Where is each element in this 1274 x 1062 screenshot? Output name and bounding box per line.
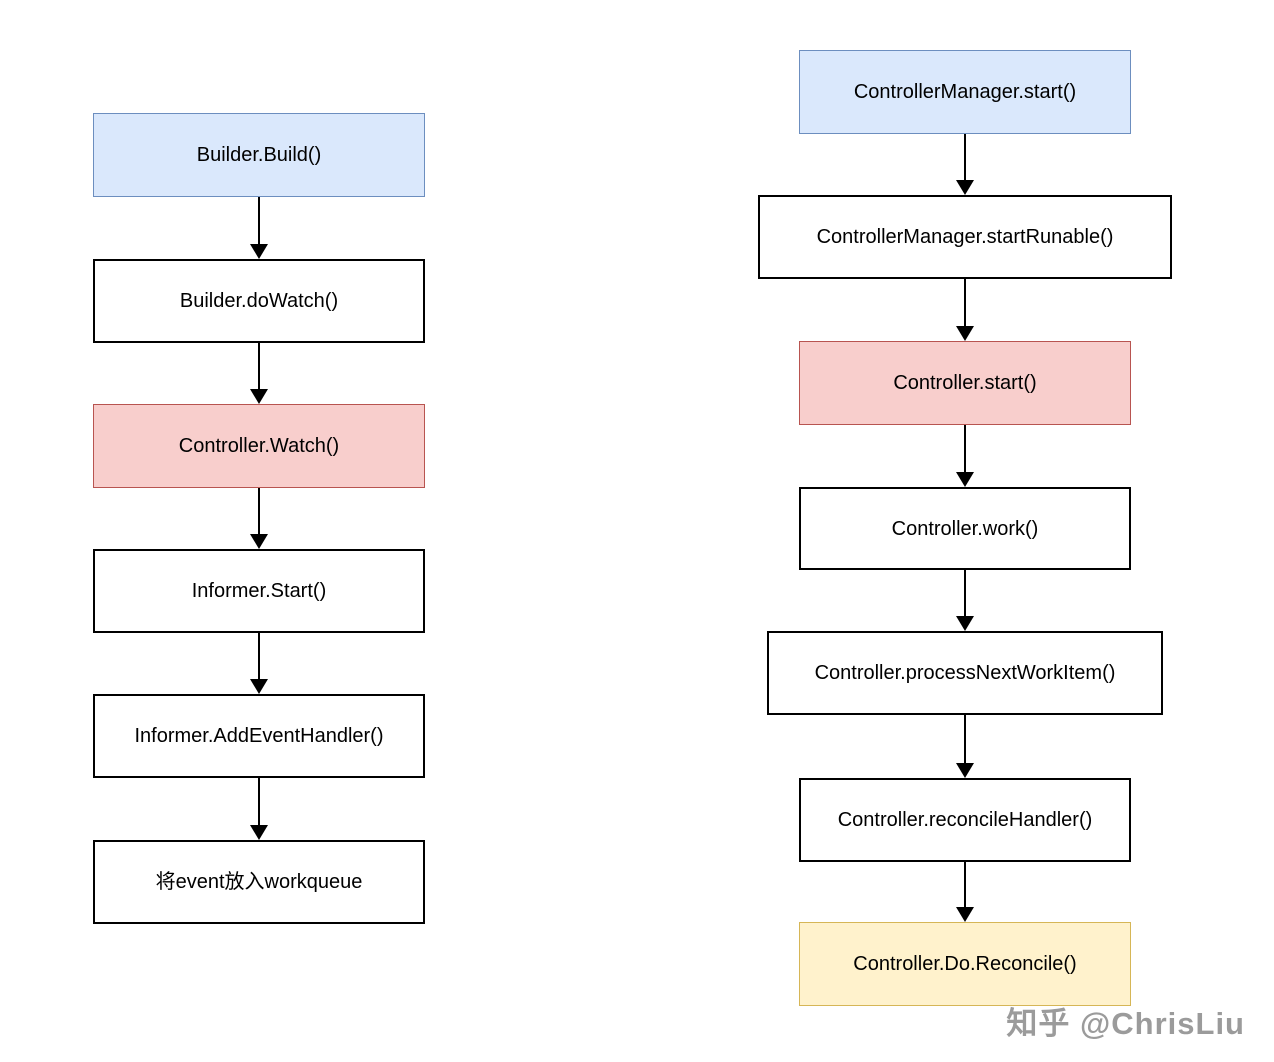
node-informer-start-label: Informer.Start() — [191, 580, 327, 602]
arrow-down-icon — [956, 279, 974, 341]
node-controllermanager-start: ControllerManager.start() — [799, 50, 1131, 134]
node-event-workqueue-label: 将event放入workqueue — [155, 871, 363, 893]
node-controller-start-label: Controller.start() — [893, 372, 1037, 394]
node-controller-do-reconcile-label: Controller.Do.Reconcile() — [853, 953, 1077, 975]
node-event-workqueue: 将event放入workqueue — [93, 840, 425, 924]
node-controllermanager-start-label: ControllerManager.start() — [853, 81, 1077, 103]
arrow-down-icon — [250, 488, 268, 549]
arrow-down-icon — [956, 862, 974, 922]
node-builder-build-label: Builder.Build() — [196, 144, 322, 166]
node-controller-processnextworkitem-label: Controller.processNextWorkItem() — [814, 662, 1116, 684]
node-controllermanager-startrunable: ControllerManager.startRunable() — [758, 195, 1172, 279]
node-controller-watch-label: Controller.Watch() — [178, 435, 340, 457]
node-controller-work-label: Controller.work() — [891, 517, 1039, 540]
arrow-down-icon — [956, 134, 974, 195]
node-controller-processnextworkitem: Controller.processNextWorkItem() — [767, 631, 1163, 715]
node-controller-reconcilehandler: Controller.reconcileHandler() — [799, 778, 1131, 862]
node-controller-reconcilehandler-label: Controller.reconcileHandler() — [837, 809, 1093, 831]
arrow-down-icon — [956, 425, 974, 487]
node-builder-dowatch-label: Builder.doWatch() — [179, 290, 339, 312]
node-controller-watch: Controller.Watch() — [93, 404, 425, 488]
arrow-down-icon — [956, 715, 974, 778]
arrow-down-icon — [250, 197, 268, 259]
node-informer-addeventhandler: Informer.AddEventHandler() — [93, 694, 425, 778]
node-informer-start: Informer.Start() — [93, 549, 425, 633]
node-controllermanager-startrunable-label: ControllerManager.startRunable() — [816, 226, 1114, 248]
node-informer-addeventhandler-label: Informer.AddEventHandler() — [134, 725, 384, 747]
node-controller-do-reconcile: Controller.Do.Reconcile() — [799, 922, 1131, 1006]
node-controller-work: Controller.work() — [799, 487, 1131, 570]
node-builder-dowatch: Builder.doWatch() — [93, 259, 425, 343]
arrow-down-icon — [250, 778, 268, 840]
watermark: 知乎 @ChrisLiu — [1006, 1006, 1245, 1041]
arrow-down-icon — [250, 633, 268, 694]
node-controller-start: Controller.start() — [799, 341, 1131, 425]
arrow-down-icon — [250, 343, 268, 404]
node-builder-build: Builder.Build() — [93, 113, 425, 197]
arrow-down-icon — [956, 570, 974, 631]
